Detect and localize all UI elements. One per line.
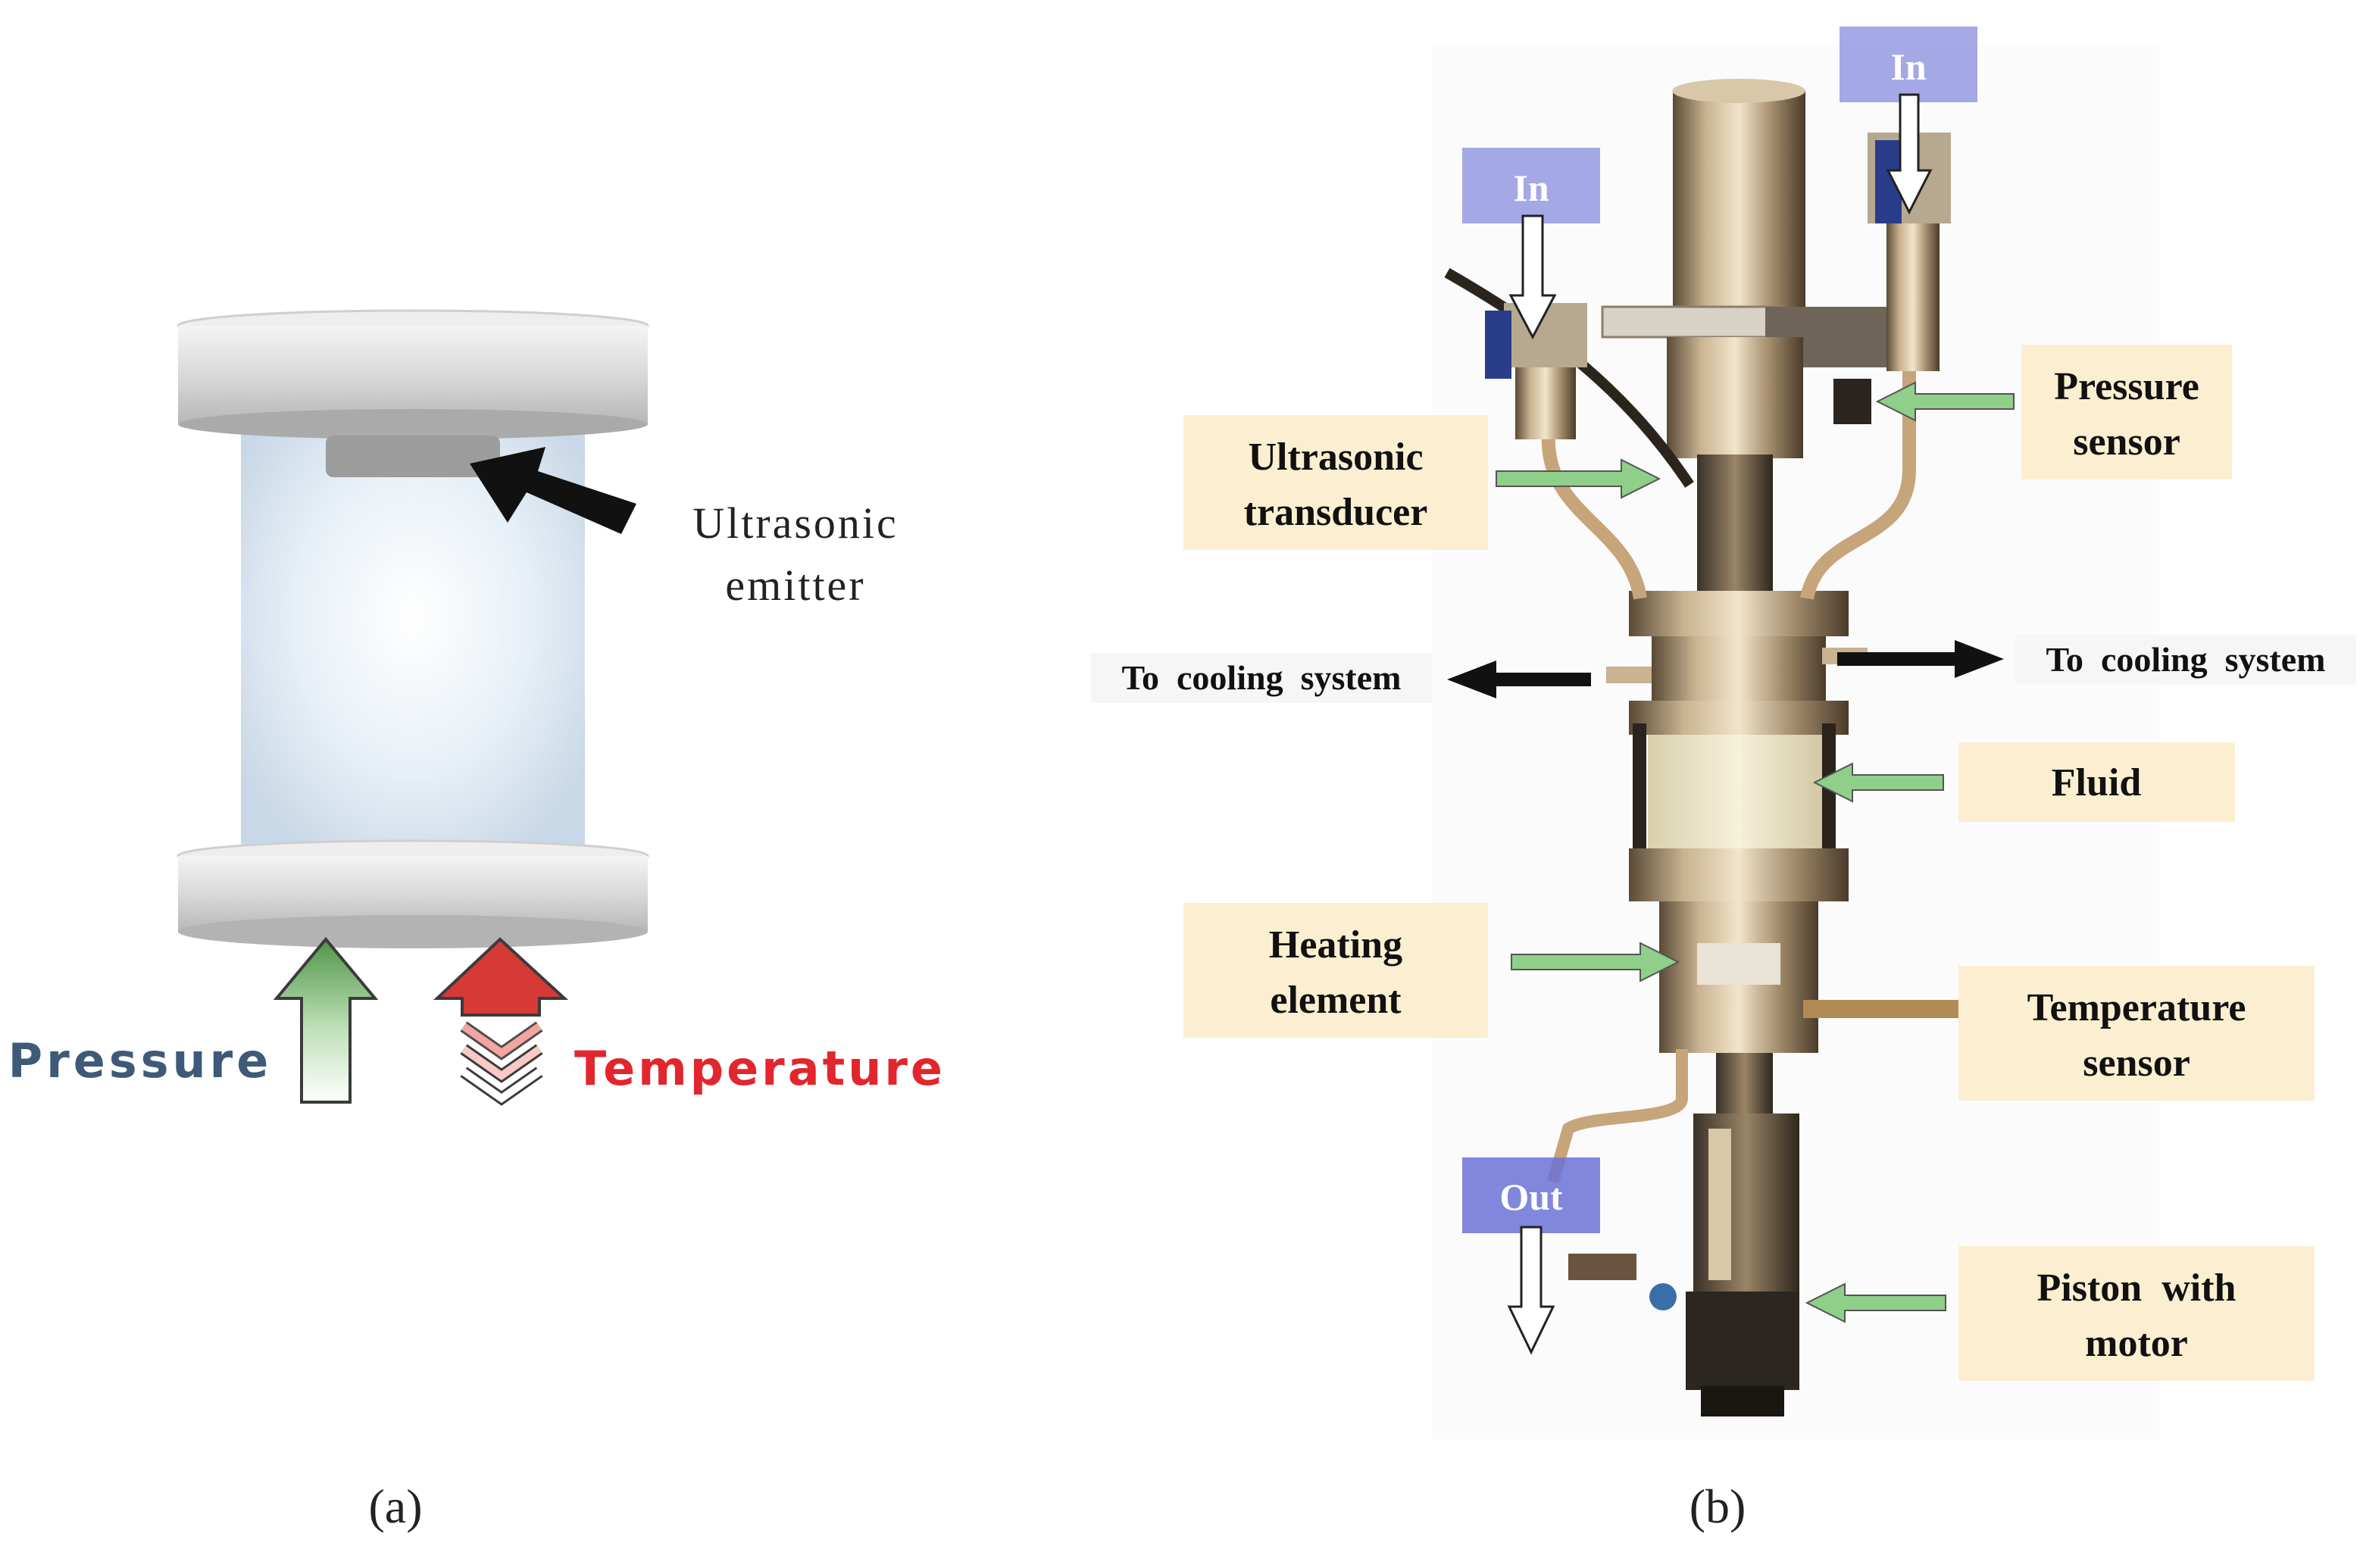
temperature-sensor-line1: Temperature bbox=[2027, 986, 2246, 1029]
ultrasonic-emitter-disc bbox=[326, 436, 500, 477]
outlet-box bbox=[1462, 1157, 1600, 1233]
inlet-right-label: In bbox=[1890, 45, 1926, 88]
fluid-label: Fluid bbox=[2052, 761, 2142, 804]
ultrasonic-transducer-pointer bbox=[1496, 458, 1661, 499]
heating-element-pointer bbox=[1511, 942, 1680, 982]
cooling-left-label: To cooling system bbox=[1122, 658, 1402, 697]
piston-motor-line1: Piston with bbox=[2037, 1267, 2237, 1310]
temperature-arrow bbox=[433, 937, 569, 1106]
panel-a: Ultrasonic emitter Pressure Temperature … bbox=[8, 309, 946, 1533]
emitter-pointer-arrow bbox=[470, 447, 636, 534]
caption-b: (b) bbox=[1690, 1479, 1746, 1533]
inlet-left-box bbox=[1462, 148, 1600, 223]
pressure-arrow bbox=[273, 936, 379, 1104]
inlet-left-arrow bbox=[1508, 214, 1557, 340]
heating-element-line1: Heating bbox=[1269, 923, 1402, 967]
fluid-pointer bbox=[1812, 762, 1944, 803]
cooling-right-label: To cooling system bbox=[2046, 640, 2326, 679]
emitter-label-line2: emitter bbox=[725, 561, 865, 610]
cooling-right-arrow bbox=[1837, 640, 2004, 678]
outlet-label: Out bbox=[1499, 1176, 1563, 1218]
inlet-left-label: In bbox=[1513, 167, 1549, 209]
temperature-sensor-box bbox=[1958, 966, 2315, 1101]
caption-a: (a) bbox=[368, 1479, 422, 1533]
piston-motor-line2: motor bbox=[2085, 1322, 2188, 1365]
panel-b: In In Out Pressure sensor Ultrasonic tra… bbox=[1091, 27, 2356, 1533]
inlet-right-box bbox=[1840, 27, 1977, 102]
cooling-left-arrow bbox=[1447, 661, 1591, 698]
pressure-label: Pressure bbox=[8, 1033, 273, 1089]
pressure-sensor-line1: Pressure bbox=[2054, 365, 2199, 408]
ultrasonic-transducer-line2: transducer bbox=[1244, 491, 1428, 534]
heating-element-line2: element bbox=[1270, 979, 1402, 1022]
cooling-right-box bbox=[2015, 635, 2356, 685]
outlet-arrow bbox=[1507, 1226, 1555, 1355]
fluid-box bbox=[1958, 742, 2235, 822]
pressure-sensor-line2: sensor bbox=[2073, 420, 2180, 464]
cooling-left-box bbox=[1091, 653, 1432, 703]
top-cap-bottom bbox=[178, 409, 648, 439]
inlet-right-arrow bbox=[1886, 93, 1933, 215]
pressure-sensor-pointer bbox=[1875, 381, 2015, 422]
ultrasonic-transducer-line1: Ultrasonic bbox=[1248, 436, 1423, 479]
bottom-cap-bottom bbox=[178, 915, 648, 948]
ultrasonic-transducer-box bbox=[1183, 415, 1488, 550]
heating-element-box bbox=[1183, 903, 1488, 1038]
temperature-label: Temperature bbox=[574, 1041, 946, 1096]
piston-motor-box bbox=[1958, 1246, 2315, 1381]
piston-motor-pointer bbox=[1805, 1282, 1946, 1323]
apparatus-photo bbox=[1444, 79, 1962, 1417]
emitter-label-line1: Ultrasonic bbox=[692, 498, 899, 548]
top-cap-side bbox=[178, 326, 648, 424]
temperature-sensor-line2: sensor bbox=[2083, 1042, 2190, 1085]
pressure-sensor-box bbox=[2021, 345, 2232, 479]
